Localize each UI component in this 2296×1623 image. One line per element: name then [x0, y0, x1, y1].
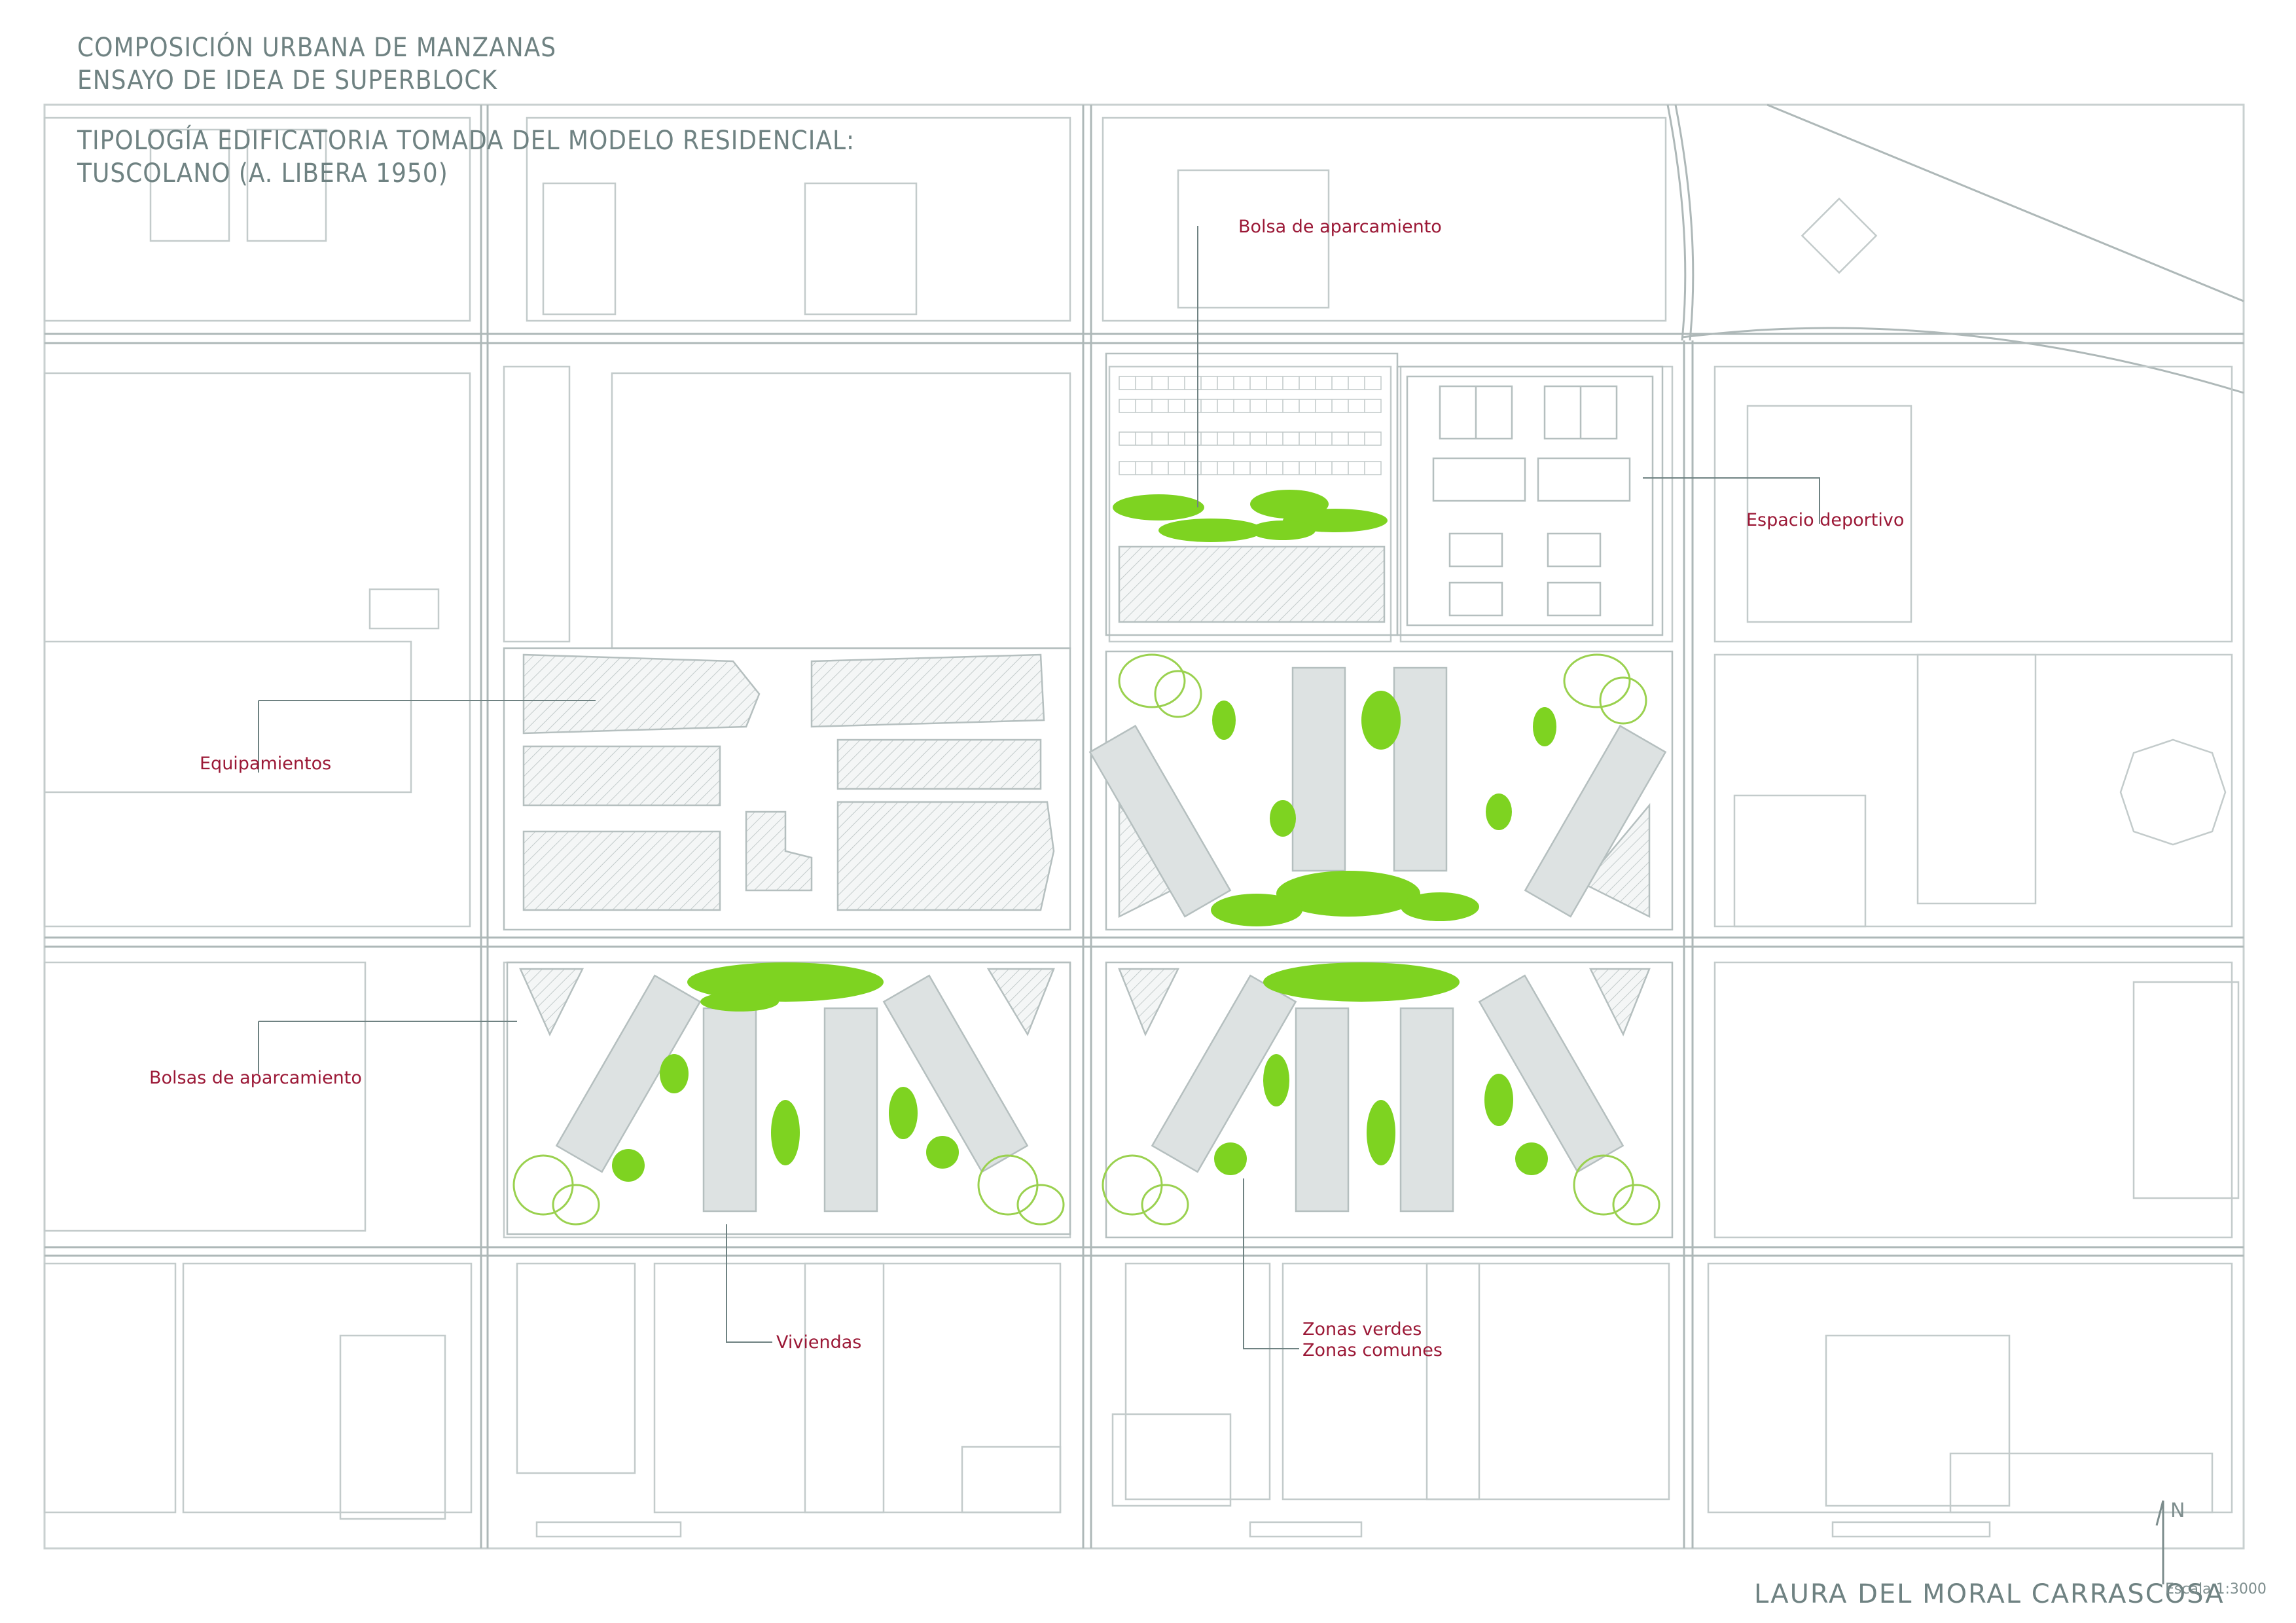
north-arrow-icon [2155, 1500, 2164, 1584]
label-parking: Bolsa de aparcamiento [1238, 217, 1442, 237]
tree-outlines [512, 653, 1660, 1226]
surrounding-blocks [43, 117, 2240, 1538]
title-line-4: TUSCOLANO (A. LIBERA 1950) [77, 158, 448, 189]
label-common-areas: Zonas comunes [1302, 1340, 1443, 1360]
label-leaders [258, 226, 1820, 1349]
parking-rows [1119, 376, 1382, 475]
green-areas [612, 691, 1556, 1182]
label-parking-plural: Bolsas de aparcamiento [149, 1068, 362, 1088]
residential-superblock-ne [1088, 650, 1674, 931]
label-housing: Viviendas [776, 1332, 862, 1353]
title-line-2: ENSAYO DE IDEA DE SUPERBLOCK [77, 65, 498, 96]
label-facilities: Equipamientos [200, 754, 332, 774]
title-block: COMPOSICIÓN URBANA DE MANZANAS ENSAYO DE… [77, 31, 855, 190]
label-green-areas: Zonas verdes [1302, 1319, 1422, 1340]
street-grid [45, 103, 2244, 1548]
facilities-block [503, 647, 1071, 931]
title-line-1: COMPOSICIÓN URBANA DE MANZANAS [77, 33, 557, 63]
author-name: LAURA DEL MORAL CARRASCOSA [1754, 1579, 2225, 1609]
parking-tree-row [1113, 490, 1388, 542]
sports-and-parking-blocks [1105, 352, 1664, 636]
north-label: N [2170, 1499, 2185, 1522]
title-line-3: TIPOLOGÍA EDIFICATORIA TOMADA DEL MODELO… [77, 126, 855, 156]
scale-label: Escala 1:3000 [2165, 1581, 2267, 1597]
label-sports: Espacio deportivo [1746, 510, 1905, 530]
residential-superblock-se [1105, 961, 1674, 1239]
residential-superblock-sw [506, 961, 1071, 1235]
